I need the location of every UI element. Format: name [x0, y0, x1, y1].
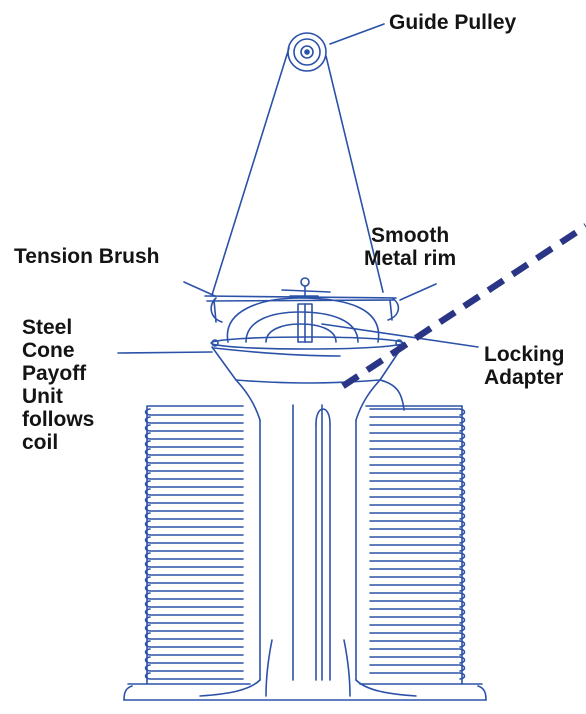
coil-winding [369, 616, 466, 624]
leader-guide-pulley [329, 23, 385, 45]
coil-winding [144, 424, 244, 432]
coil-winding [144, 632, 244, 640]
label-steel-cone-payoff: Steel Cone Payoff Unit follows coil [22, 316, 94, 454]
label-line: Cone [22, 339, 75, 362]
coil-winding [369, 624, 466, 632]
coil-winding [369, 632, 466, 640]
coil-winding [369, 648, 466, 656]
guide-pulley [287, 32, 327, 72]
coil-winding [144, 408, 244, 416]
wire-to-rim [325, 55, 384, 293]
coil-winding [144, 416, 244, 424]
coil-winding [144, 552, 244, 560]
coil-winding [369, 672, 466, 680]
coil-winding [144, 608, 244, 616]
coil-winding [144, 448, 244, 456]
label-guide-pulley: Guide Pulley [389, 11, 517, 34]
coil-winding [144, 672, 244, 680]
coil-winding [144, 504, 244, 512]
coil-winding [369, 600, 466, 608]
coil-winding [144, 640, 244, 648]
coil-winding [369, 480, 466, 488]
coil-winding [144, 488, 244, 496]
coil-winding [144, 656, 244, 664]
coil-winding [369, 592, 466, 600]
coil-winding [144, 544, 244, 552]
tension-brush [204, 295, 400, 323]
label-line: coil [22, 431, 59, 454]
coil-winding [144, 560, 244, 568]
coil-winding [144, 432, 244, 440]
coil-winding [369, 584, 466, 592]
spindle [123, 404, 487, 701]
coil-winding [369, 528, 466, 536]
coil-winding [144, 496, 244, 504]
coil-winding [369, 416, 466, 424]
coil-winding [144, 648, 244, 656]
coil-winding [369, 472, 466, 480]
coil-winding [369, 440, 466, 448]
coil-winding [144, 600, 244, 608]
label-line: Steel [22, 316, 73, 339]
label-line: Unit [22, 385, 63, 408]
coil-winding [369, 664, 466, 672]
coil-winding [144, 576, 244, 584]
coil-winding [144, 616, 244, 624]
coil-winding [369, 520, 466, 528]
label-line: Locking [484, 343, 565, 366]
label-locking-adapter: Locking Adapter [484, 343, 565, 389]
coil-winding [369, 456, 466, 464]
coil-winding [144, 512, 244, 520]
coil-winding [369, 552, 466, 560]
leader-tension-brush [183, 281, 216, 297]
coil [127, 405, 483, 685]
label-tension-brush: Tension Brush [14, 245, 160, 268]
label-line: Smooth [371, 224, 450, 247]
coil-winding [144, 584, 244, 592]
wire-to-cone [211, 47, 290, 296]
coil-winding [369, 544, 466, 552]
coil-winding [144, 568, 244, 576]
label-smooth-metal-rim: Smooth Metal rim [364, 224, 456, 270]
coil-winding [144, 464, 244, 472]
coil-winding [369, 512, 466, 520]
coil-winding [369, 488, 466, 496]
coil-winding [144, 440, 244, 448]
coil-winding [144, 456, 244, 464]
wire-dashed [341, 223, 586, 389]
coil-winding [369, 448, 466, 456]
coil-winding [369, 432, 466, 440]
coil-winding [369, 464, 466, 472]
coil-winding [144, 520, 244, 528]
steel-cone-payoff [210, 336, 405, 421]
leader-metal-rim [399, 283, 437, 301]
label-line: Payoff [22, 362, 87, 385]
coil-winding [144, 536, 244, 544]
leader-steel-cone [117, 351, 213, 354]
coil-winding [369, 568, 466, 576]
coil-winding [369, 424, 466, 432]
coil-winding [369, 496, 466, 504]
label-line: follows [22, 408, 95, 431]
coil-winding [369, 640, 466, 648]
label-line: Metal rim [364, 247, 457, 270]
coil-winding [369, 536, 466, 544]
coil-winding [144, 480, 244, 488]
coil-winding [369, 504, 466, 512]
coil-winding [369, 656, 466, 664]
leader-locking-adapter [321, 323, 479, 348]
locking-adapter [226, 277, 380, 343]
coil-winding [369, 608, 466, 616]
coil-winding [144, 472, 244, 480]
coil-winding [144, 528, 244, 536]
coil-winding [369, 408, 466, 416]
coil-winding [144, 664, 244, 672]
coil-winding [144, 624, 244, 632]
label-line: Adapter [484, 366, 564, 389]
coil-winding [144, 592, 244, 600]
coil-winding [369, 560, 466, 568]
coil-winding [369, 576, 466, 584]
